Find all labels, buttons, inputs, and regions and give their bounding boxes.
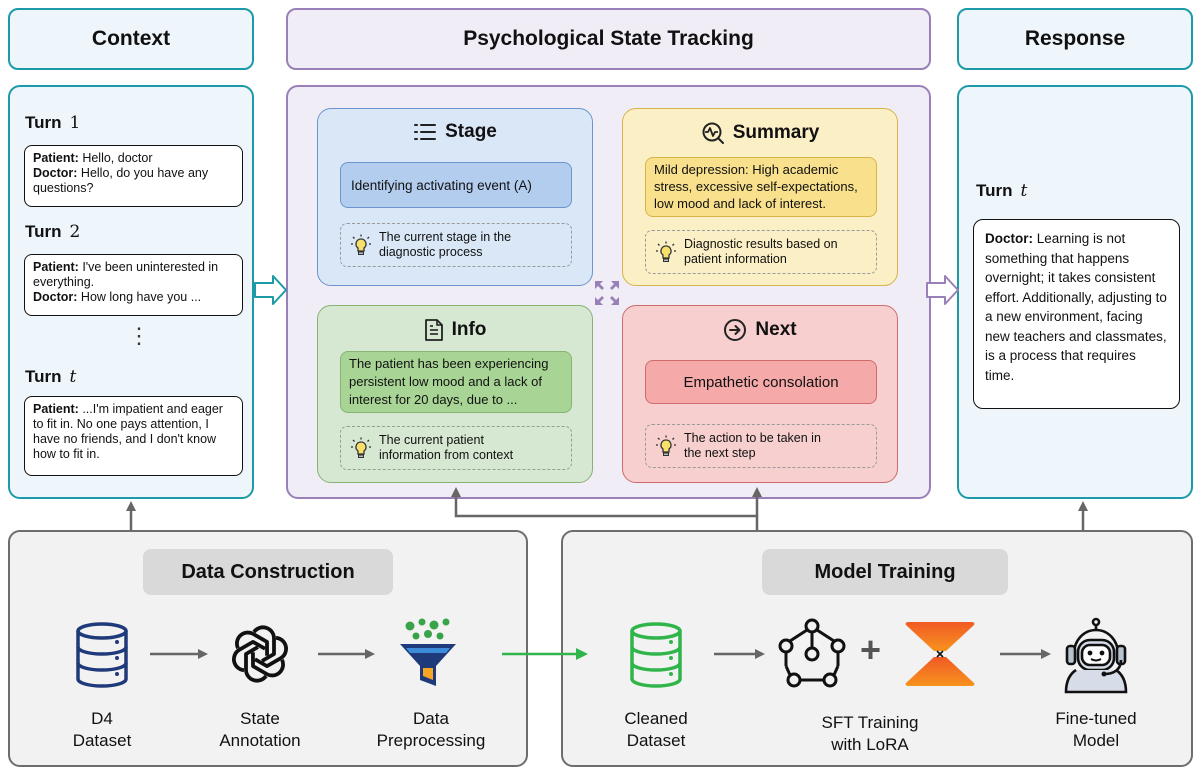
summary-title: Summary [623, 121, 897, 145]
next-hint: The action to be taken in the next step [645, 424, 877, 468]
lightbulb-icon [351, 437, 371, 458]
arrow-circle-right-icon [724, 319, 747, 341]
step-label: Data Preprocessing [376, 709, 486, 750]
response-header-label: Response [1024, 27, 1126, 50]
response-header: Response [957, 8, 1193, 70]
info-content: The patient has been experiencing persis… [340, 351, 572, 413]
document-icon [424, 319, 443, 341]
response-speaker: Doctor: [985, 231, 1033, 246]
activity-search-icon [702, 122, 724, 144]
dialogue-line: Patient: I've been uninterested in every… [33, 260, 219, 289]
dialogue-line: Doctor: Hello, do you have any questions… [33, 166, 209, 195]
step-label: Cleaned Dataset [624, 709, 688, 750]
summary-card: Summary Mild depression: High academic s… [622, 108, 898, 286]
openai-icon [232, 625, 288, 683]
stage-title-label: Stage [445, 121, 497, 142]
info-hint-text: The current patient information from con… [379, 433, 514, 462]
next-content: Empathetic consolation [645, 360, 877, 404]
lora-icon [905, 622, 975, 686]
step-label: D4 Dataset [72, 709, 132, 750]
database-icon [76, 622, 128, 688]
dialogue-line: Patient: Hello, doctor [33, 151, 153, 165]
turn-1-bubble: Patient: Hello, doctor Doctor: Hello, do… [24, 145, 243, 207]
summary-hint: Diagnostic results based on patient info… [645, 230, 877, 274]
step-label: Fine-tuned Model [1055, 709, 1137, 750]
tracking-header-label: Psychological State Tracking [463, 27, 754, 50]
stage-hint: The current stage in the diagnostic proc… [340, 223, 572, 267]
stage-card: Stage Identifying activating event (A) T… [317, 108, 593, 286]
step-label: State Annotation [219, 709, 301, 750]
model-graph-icon [778, 618, 846, 688]
context-to-tracking-arrow [254, 275, 287, 305]
context-header-label: Context [91, 27, 171, 50]
response-bubble: Doctor: Learning is not something that h… [973, 219, 1180, 409]
cleaned-database-icon [630, 622, 682, 688]
robot-icon [1064, 617, 1128, 694]
next-title: Next [623, 318, 897, 342]
tracking-to-response-arrow [926, 275, 959, 305]
lightbulb-icon [656, 435, 676, 456]
model-training-title: Model Training [762, 549, 1008, 595]
summary-content-text: Mild depression: High academic stress, e… [654, 162, 858, 211]
list-icon [414, 124, 437, 140]
next-content-text: Empathetic consolation [683, 373, 839, 391]
dialogue-line: Patient: ...I'm impatient and eager to f… [33, 402, 223, 461]
step-label: SFT Training with LoRA [821, 713, 919, 754]
dialogue-line: Doctor: How long have you ... [33, 290, 202, 304]
ellipsis: ⋮ [128, 323, 150, 348]
next-title-label: Next [755, 319, 797, 340]
stage-hint-text: The current stage in the diagnostic proc… [379, 230, 512, 259]
stage-content-text: Identifying activating event (A) [351, 177, 532, 193]
info-card: Info The patient has been experiencing p… [317, 305, 593, 483]
model-training-panel: Model Training [561, 530, 1193, 767]
info-title-label: Info [451, 319, 487, 340]
info-content-text: The patient has been experiencing persis… [349, 356, 549, 407]
funnel-icon [400, 618, 456, 686]
response-text: Learning is not something that happens o… [985, 231, 1167, 383]
next-card: Next Empathetic consolation The action t… [622, 305, 898, 483]
plus-sign: + [860, 629, 882, 670]
stage-title: Stage [318, 121, 592, 143]
lightbulb-icon [351, 234, 371, 255]
turn-2-bubble: Patient: I've been uninterested in every… [24, 254, 243, 316]
info-hint: The current patient information from con… [340, 426, 572, 470]
summary-content: Mild depression: High academic stress, e… [645, 157, 877, 217]
info-title: Info [318, 318, 592, 342]
lightbulb-icon [656, 241, 676, 262]
context-header: Context [8, 8, 254, 70]
summary-title-label: Summary [732, 122, 820, 143]
turn-t-bubble: Patient: ...I'm impatient and eager to f… [24, 396, 243, 476]
summary-hint-text: Diagnostic results based on patient info… [684, 237, 838, 266]
expand-arrows-icon [595, 281, 619, 305]
tracking-header: Psychological State Tracking [286, 8, 931, 70]
data-construction-title: Data Construction [143, 549, 393, 595]
stage-content: Identifying activating event (A) [340, 162, 572, 208]
next-hint-text: The action to be taken in the next step [684, 431, 821, 460]
